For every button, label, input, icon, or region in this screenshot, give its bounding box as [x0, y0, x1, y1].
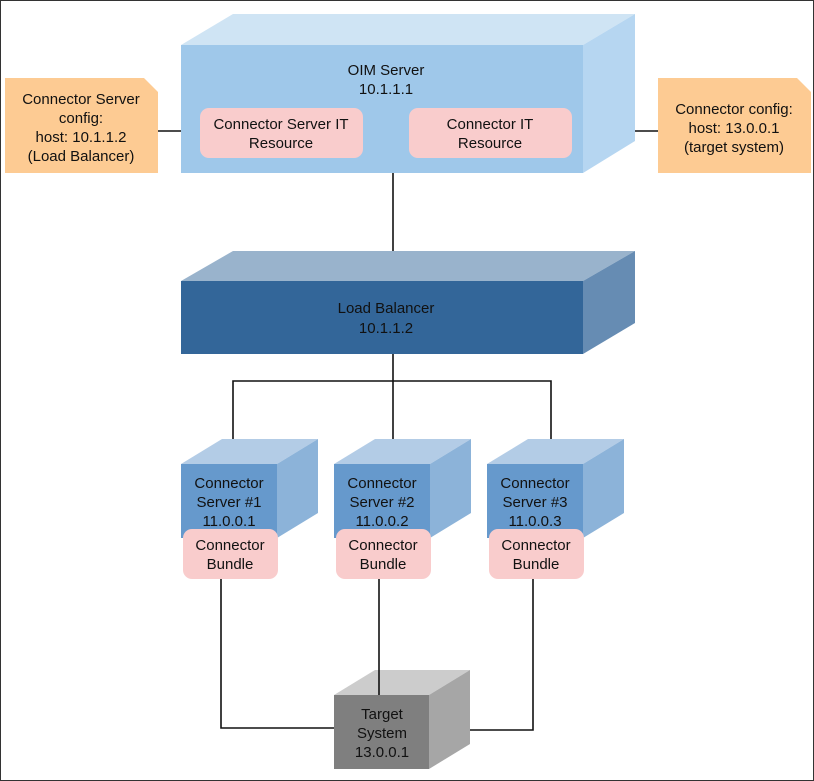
note-line: (target system) [684, 139, 784, 156]
target-label-line2: System [357, 725, 407, 742]
target-system-box: Target System 13.0.0.1 [334, 670, 470, 769]
server-label: Server #3 [502, 494, 567, 511]
connector-config-note: Connector config: host: 13.0.0.1 (target… [658, 78, 811, 173]
bundle-label-line2: Bundle [513, 556, 560, 573]
load-balancer-ip: 10.1.1.2 [359, 320, 413, 337]
note-line: host: 10.1.1.2 [36, 129, 127, 146]
resource-label-line2: Resource [249, 135, 313, 152]
server-label: Connector [347, 475, 416, 492]
note-line: host: 13.0.0.1 [689, 120, 780, 137]
bundle-label-line2: Bundle [360, 556, 407, 573]
connector-server-config-note: Connector Server config: host: 10.1.1.2 … [5, 78, 158, 173]
line-lb-branch [232, 380, 552, 451]
note-line: Connector config: [675, 101, 793, 118]
line-bundle1-target [220, 579, 334, 729]
oim-server-ip: 10.1.1.1 [359, 81, 413, 98]
server-label: 11.0.0.1 [202, 513, 255, 530]
server-label: Connector [500, 475, 569, 492]
target-label-line1: Target [361, 706, 404, 723]
resource-label-line1: Connector IT [447, 116, 534, 133]
note-line: Connector Server [22, 91, 140, 108]
resource-label-line2: Resource [458, 135, 522, 152]
server-label: Server #1 [196, 494, 261, 511]
server-label: Server #2 [349, 494, 414, 511]
bundle-label-line2: Bundle [207, 556, 254, 573]
bundle-label-line1: Connector [348, 537, 417, 554]
oim-server-title: OIM Server [348, 62, 425, 79]
server-label: 11.0.0.3 [508, 513, 561, 530]
target-ip: 13.0.0.1 [355, 744, 409, 761]
load-balancer-box: Load Balancer 10.1.1.2 [181, 251, 635, 354]
bundle-label-line1: Connector [501, 537, 570, 554]
bundle-label-line1: Connector [195, 537, 264, 554]
connector-server-it-resource: Connector Server IT Resource [200, 108, 363, 158]
server-label: Connector [194, 475, 263, 492]
resource-label-line1: Connector Server IT [213, 116, 348, 133]
load-balancer-title: Load Balancer [338, 300, 435, 317]
connection-lines [158, 124, 658, 731]
note-line: (Load Balancer) [28, 148, 135, 165]
connector-it-resource: Connector IT Resource [409, 108, 572, 158]
note-line: config: [59, 110, 103, 127]
server-label: 11.0.0.2 [355, 513, 408, 530]
